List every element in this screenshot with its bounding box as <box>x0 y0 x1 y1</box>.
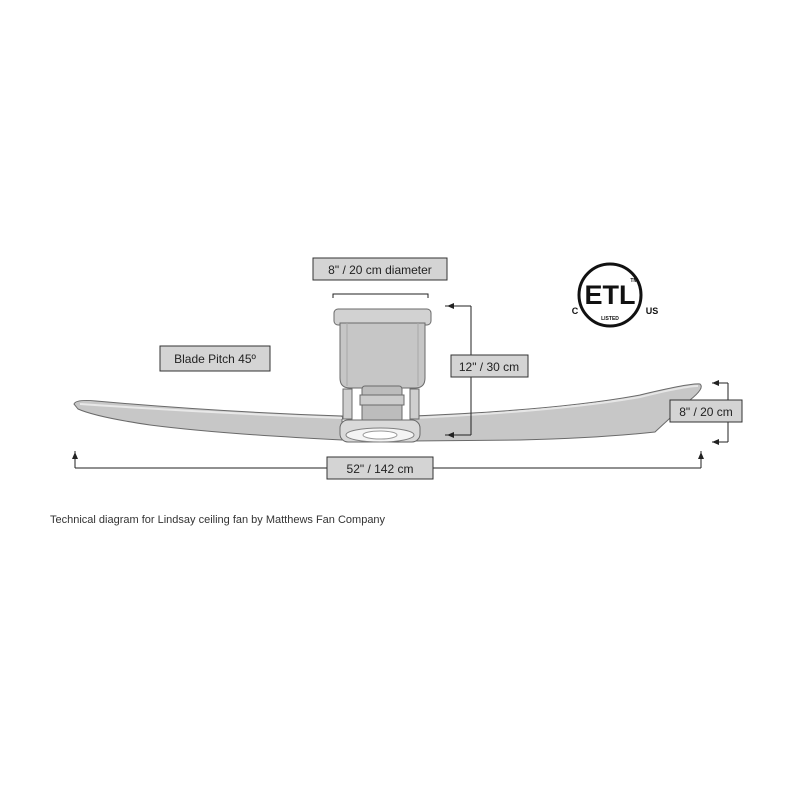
left-blade-edge <box>79 403 343 419</box>
blade-height-dimension: 8" / 20 cm <box>669 380 743 445</box>
height-dimension: 12" / 30 cm <box>445 303 529 438</box>
blade-height-label-box <box>669 399 743 423</box>
support-arm-right <box>409 388 420 420</box>
motor-band <box>359 394 405 406</box>
canopy-diameter-bracket <box>332 293 429 298</box>
etl-listed-text: LISTED <box>601 316 619 322</box>
etl-c-text: C <box>572 306 579 316</box>
light-kit-lens <box>362 430 398 440</box>
span-label-box <box>326 456 434 480</box>
etl-logo-ring <box>577 262 643 328</box>
diagram-caption: Technical diagram for Lindsay ceiling fa… <box>50 514 386 526</box>
blade-height-top-arrow <box>712 380 719 386</box>
ceiling-fan-illustration <box>73 308 702 443</box>
height-label-box <box>450 354 529 378</box>
etl-mark-text: ETL <box>585 280 636 310</box>
height-dim-bottom-arrow <box>447 432 454 438</box>
height-label: 12" / 30 cm <box>459 360 519 374</box>
etl-listed-logo: ETL C US LISTED TM <box>572 262 659 328</box>
etl-tm-text: TM <box>630 278 637 284</box>
span-dimension: 52" / 142 cm <box>72 451 704 480</box>
support-arm-left <box>342 388 353 420</box>
span-left-arrow <box>72 452 78 459</box>
blade-height-label: 8" / 20 cm <box>679 405 733 419</box>
right-blade-edge <box>413 385 699 419</box>
blade-pitch-label-box <box>159 345 271 372</box>
canopy-diameter-label: 8" / 20 cm diameter <box>328 263 432 277</box>
blade-pitch-note: Blade Pitch 45º <box>159 345 271 372</box>
span-label: 52" / 142 cm <box>347 462 414 476</box>
canopy-body <box>339 322 426 389</box>
canopy-diameter-dimension: 8" / 20 cm diameter <box>312 257 448 298</box>
canopy-diameter-label-box <box>312 257 448 281</box>
etl-us-text: US <box>646 306 659 316</box>
blade-height-bottom-arrow <box>712 439 719 445</box>
blade-pitch-label: Blade Pitch 45º <box>174 352 256 366</box>
height-dim-top-arrow <box>447 303 454 309</box>
span-right-arrow <box>698 452 704 459</box>
